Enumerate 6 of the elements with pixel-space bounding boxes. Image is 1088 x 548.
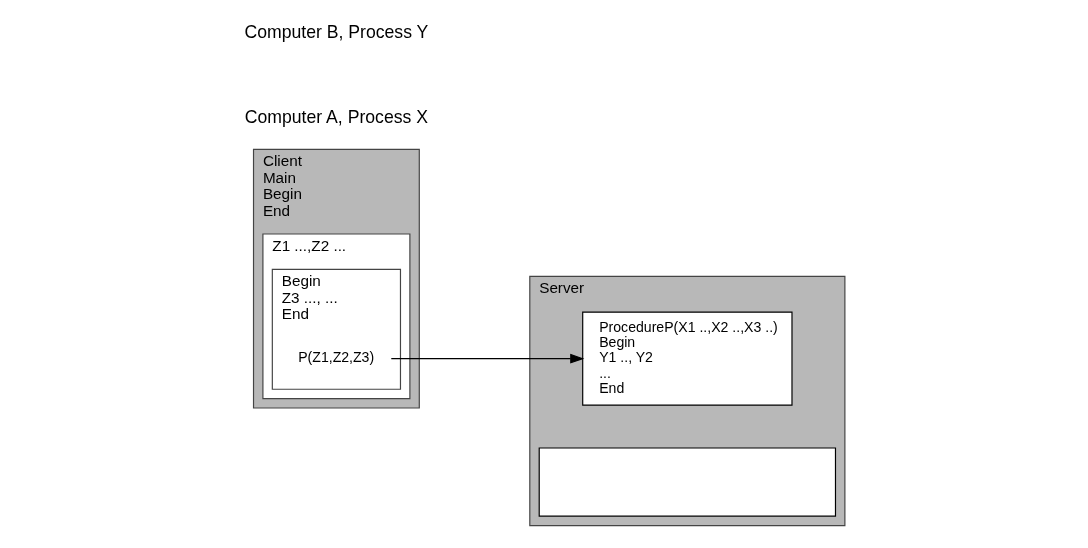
label: Computer A, Process X: [244, 106, 428, 127]
node-text: P(Z1,Z2,Z3): [297, 349, 374, 366]
node-box: [538, 447, 836, 517]
arrow: [390, 353, 584, 364]
label: Computer B, Process Y: [243, 22, 428, 43]
node-box: ProcedureP(X1 ..,X2 ..,X3 ..) Begin Y1 .., Y2 ... End: [581, 311, 793, 406]
